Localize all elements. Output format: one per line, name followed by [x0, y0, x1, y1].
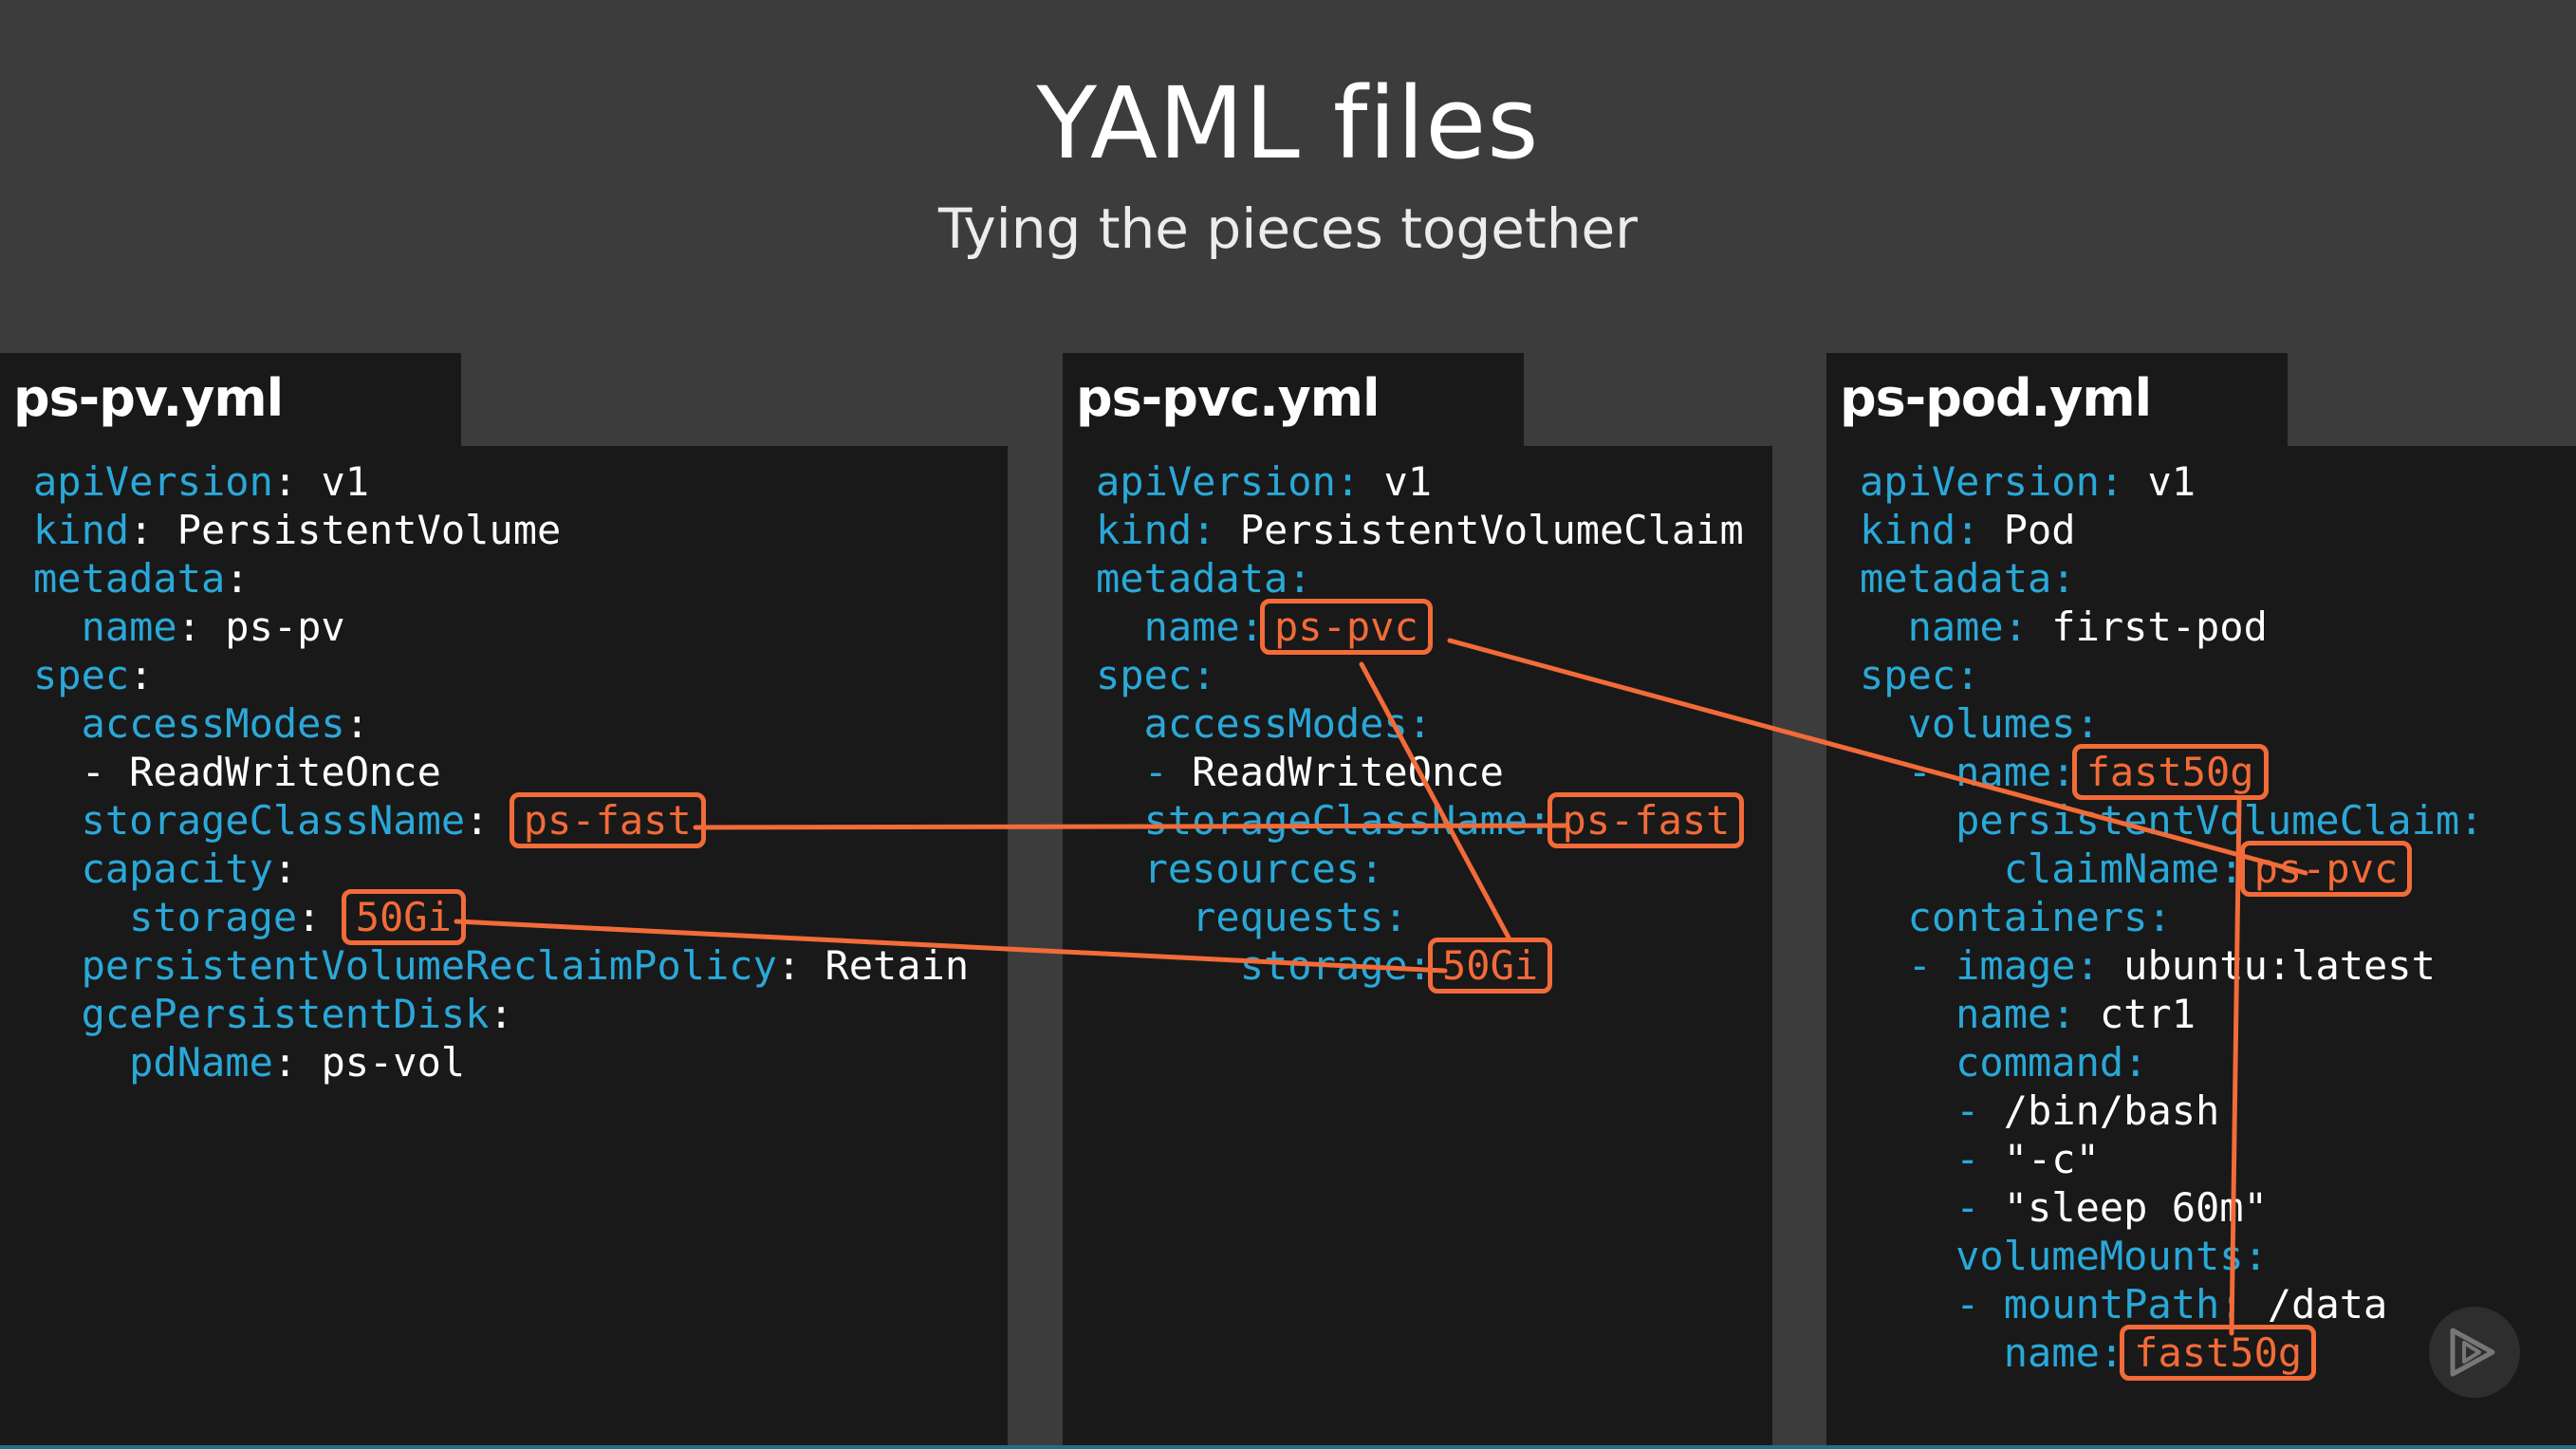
yaml-key: requests:	[1096, 894, 1408, 940]
yaml-key: name	[33, 604, 177, 650]
yaml-key: apiVersion:	[1860, 458, 2124, 505]
play-button-icon	[2450, 1328, 2495, 1377]
yaml-value: ubuntu:latest	[2099, 942, 2436, 989]
highlighted-value: ps-pvc	[1260, 599, 1433, 655]
yaml-value: v1	[2123, 458, 2196, 505]
highlighted-value: 50Gi	[341, 889, 466, 945]
yaml-key: persistentVolumeClaim:	[1860, 797, 2484, 844]
yaml-key: kind	[33, 507, 130, 553]
yaml-key: name:	[1860, 991, 2076, 1037]
yaml-key: - name:	[1860, 749, 2076, 795]
yaml-value: :	[225, 555, 250, 602]
yaml-value: : v1	[272, 458, 370, 505]
yaml-key: name:	[1860, 1329, 2124, 1376]
yaml-key: storageClassName	[33, 797, 466, 844]
yaml-key: mountPath:	[1979, 1281, 2244, 1328]
yaml-value: : PersistentVolume	[129, 507, 562, 553]
tab-ps-pvc: ps-pvc.yml	[1063, 353, 1524, 448]
code-ps-pv: apiVersion: v1 kind: PersistentVolume me…	[33, 457, 969, 1087]
code-ps-pvc: apiVersion: v1 kind: PersistentVolumeCla…	[1096, 457, 1745, 994]
yaml-key: pdName	[33, 1039, 273, 1086]
yaml-key: spec:	[1096, 652, 1216, 698]
yaml-value: Pod	[1979, 507, 2076, 553]
yaml-key: - image:	[1860, 942, 2100, 989]
highlighted-value: 50Gi	[1428, 938, 1553, 994]
yaml-key: resources:	[1096, 845, 1384, 892]
yaml-key: metadata	[33, 555, 226, 602]
yaml-key: -	[1860, 1281, 1980, 1328]
yaml-value: "-c"	[1979, 1136, 2100, 1182]
yaml-key: accessModes:	[1096, 700, 1433, 747]
slide-title: YAML files	[1036, 65, 1540, 181]
tab-ps-pod: ps-pod.yml	[1826, 353, 2288, 448]
yaml-value: : Retain	[776, 942, 970, 989]
highlighted-value: fast50g	[2120, 1325, 2317, 1381]
yaml-key: spec:	[1860, 652, 1980, 698]
yaml-key: persistentVolumeReclaimPolicy	[33, 942, 777, 989]
yaml-key: storageClassName:	[1096, 797, 1552, 844]
yaml-value: :	[344, 700, 370, 747]
yaml-value: first-pod	[2028, 604, 2268, 650]
yaml-key: apiVersion	[33, 458, 273, 505]
yaml-key: accessModes	[33, 700, 345, 747]
yaml-value: :	[272, 845, 298, 892]
yaml-key: capacity	[33, 845, 273, 892]
yaml-key: metadata:	[1096, 555, 1312, 602]
yaml-value: ctr1	[2075, 991, 2196, 1037]
yaml-key: name:	[1860, 604, 2029, 650]
yaml-key: -	[1096, 749, 1168, 795]
yaml-value: /data	[2243, 1281, 2388, 1328]
yaml-value: /bin/bash	[1979, 1087, 2220, 1134]
yaml-key: claimName:	[1860, 845, 2244, 892]
yaml-key: spec	[33, 652, 130, 698]
yaml-key: apiVersion:	[1096, 458, 1361, 505]
yaml-key: -	[1860, 1087, 1980, 1134]
code-ps-pod: apiVersion: v1 kind: Pod metadata: name:…	[1860, 457, 2484, 1381]
yaml-key: -	[1860, 1136, 1980, 1182]
tab-ps-pv: ps-pv.yml	[0, 353, 461, 448]
yaml-key: containers:	[1860, 894, 2172, 940]
yaml-key: metadata:	[1860, 555, 2076, 602]
yaml-value: :	[465, 797, 513, 844]
yaml-value: :	[489, 991, 513, 1037]
yaml-value: : ps-vol	[272, 1039, 466, 1086]
yaml-key: name:	[1096, 604, 1265, 650]
yaml-value: "sleep 60m"	[1979, 1184, 2268, 1231]
bottom-accent-line	[0, 1445, 2576, 1449]
yaml-key: kind:	[1096, 507, 1216, 553]
yaml-value: ReadWriteOnce	[1167, 749, 1504, 795]
highlighted-value: ps-fast	[509, 792, 706, 848]
highlighted-value: ps-fast	[1547, 792, 1745, 848]
yaml-key: storage	[33, 894, 298, 940]
panel-ps-pod	[1826, 446, 2576, 1449]
highlighted-value: fast50g	[2071, 744, 2269, 800]
yaml-value: - ReadWriteOnce	[33, 749, 441, 795]
yaml-key: storage:	[1096, 942, 1433, 989]
yaml-value: :	[297, 894, 345, 940]
yaml-key: volumeMounts:	[1860, 1233, 2268, 1279]
yaml-value: : ps-pv	[176, 604, 345, 650]
yaml-key: volumes:	[1860, 700, 2100, 747]
yaml-value: :	[129, 652, 154, 698]
yaml-key: gcePersistentDisk	[33, 991, 490, 1037]
play-button[interactable]	[2429, 1307, 2520, 1398]
yaml-value: v1	[1360, 458, 1433, 505]
yaml-key: command:	[1860, 1039, 2148, 1086]
yaml-key: kind:	[1860, 507, 1980, 553]
highlighted-value: ps-pvc	[2239, 841, 2413, 897]
yaml-value: PersistentVolumeClaim	[1215, 507, 1744, 553]
yaml-key: -	[1860, 1184, 1980, 1231]
slide-subtitle: Tying the pieces together	[937, 196, 1639, 261]
